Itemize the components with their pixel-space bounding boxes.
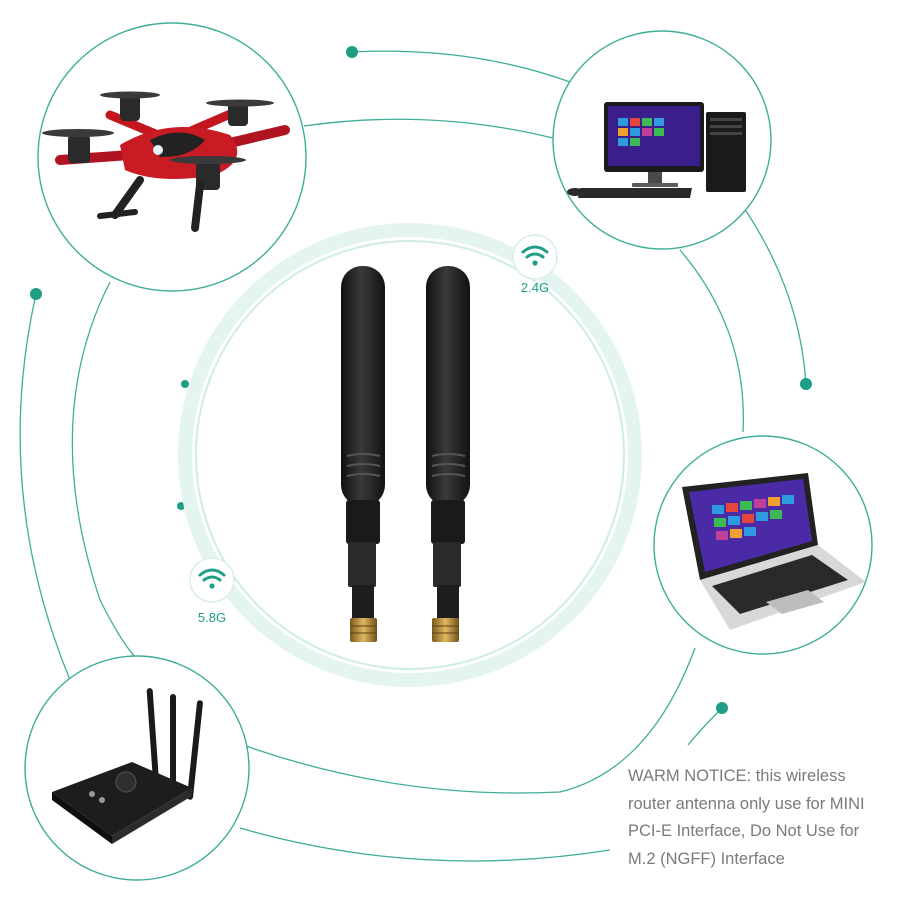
- connector-line: [687, 707, 723, 746]
- connector-line: [741, 204, 807, 385]
- connector-line: [303, 118, 554, 139]
- center-ring-inner: [195, 240, 625, 670]
- antenna-left: [341, 266, 385, 642]
- connector-lines: [19, 50, 807, 862]
- connector-line: [71, 281, 151, 671]
- wifi-icon: [521, 245, 549, 266]
- desktop-circle: [552, 30, 772, 250]
- connector-line: [245, 647, 696, 794]
- notice-line: router antenna only use for MINI: [628, 794, 865, 813]
- connector-dot: [716, 702, 728, 714]
- notice-line: WARM NOTICE: this wireless: [628, 767, 846, 785]
- band-24-label: 2.4G: [521, 280, 549, 295]
- warm-notice: WARM NOTICE: this wireless router antenn…: [628, 763, 890, 873]
- router-circle: [24, 655, 250, 881]
- band-58-badge: 5.8G: [189, 557, 235, 625]
- router-image: [52, 688, 203, 844]
- connector-dot: [177, 502, 185, 510]
- notice-line: PCI-E Interface, Do Not Use for: [628, 822, 860, 840]
- wifi-icon: [198, 568, 226, 589]
- connector-line: [239, 827, 611, 862]
- laptop-image: [682, 473, 866, 630]
- connector-dot: [30, 288, 42, 300]
- connector-dot: [346, 46, 358, 58]
- connector-line: [351, 50, 571, 83]
- antenna-right: [426, 266, 470, 642]
- connector-dot: [800, 378, 812, 390]
- connector-dots: [30, 46, 812, 714]
- band-58-label: 5.8G: [198, 610, 226, 625]
- laptop-circle: [653, 435, 873, 655]
- connector-line: [679, 249, 744, 433]
- drone-image: [42, 91, 290, 232]
- drone-circle: [37, 22, 307, 292]
- center-ring: [178, 223, 642, 687]
- desktop-image: [567, 102, 746, 198]
- connector-dot: [181, 380, 189, 388]
- band-24-badge: 2.4G: [512, 234, 558, 295]
- notice-line: M.2 (NGFF) Interface: [628, 849, 785, 868]
- connector-line: [19, 293, 71, 681]
